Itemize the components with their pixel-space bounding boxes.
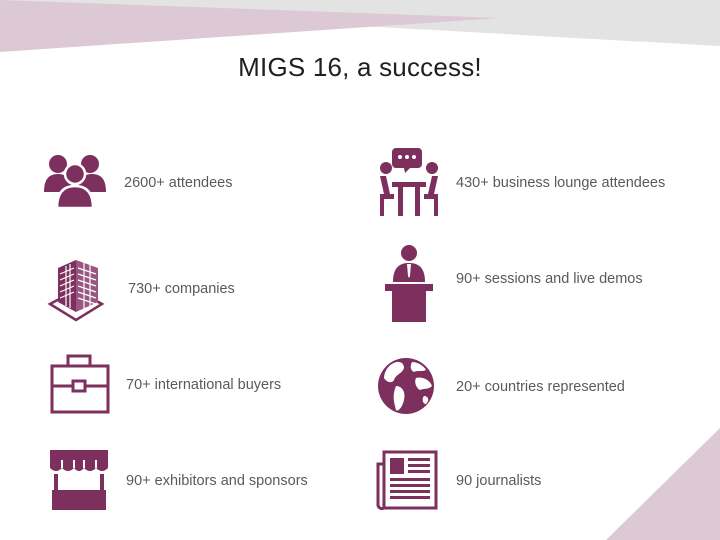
people-group-icon: [42, 148, 112, 218]
speaker-podium-icon: [374, 244, 444, 322]
office-building-icon: [46, 254, 116, 324]
slide-title: MIGS 16, a success!: [238, 52, 482, 82]
stat-companies: 730+ companies: [46, 254, 235, 324]
journalists-label: 90 journalists: [456, 473, 542, 489]
stat-exhibitors: 90+ exhibitors and sponsors: [44, 446, 308, 516]
lounge-label: 430+ business lounge attendees: [456, 175, 666, 191]
briefcase-icon: [44, 350, 114, 420]
countries-label: 20+ countries represented: [456, 379, 625, 395]
stat-countries: 20+ countries represented: [374, 352, 625, 422]
attendees-label: 2600+ attendees: [124, 175, 233, 191]
stat-journalists: 90 journalists: [374, 446, 541, 516]
stat-buyers: 70+ international buyers: [44, 350, 281, 420]
stat-lounge: 430+ business lounge attendees: [374, 148, 665, 218]
meeting-table-icon: [374, 148, 444, 218]
exhibitors-label: 90+ exhibitors and sponsors: [126, 473, 308, 489]
globe-icon: [374, 352, 444, 422]
sessions-label: 90+ sessions and live demos: [456, 271, 643, 287]
buyers-label: 70+ international buyers: [126, 377, 282, 393]
newspaper-icon: [374, 446, 444, 516]
stat-attendees: 2600+ attendees: [42, 148, 232, 218]
stat-sessions: 90+ sessions and live demos: [374, 244, 643, 322]
companies-label: 730+ companies: [128, 281, 235, 297]
market-stall-icon: [44, 446, 114, 516]
